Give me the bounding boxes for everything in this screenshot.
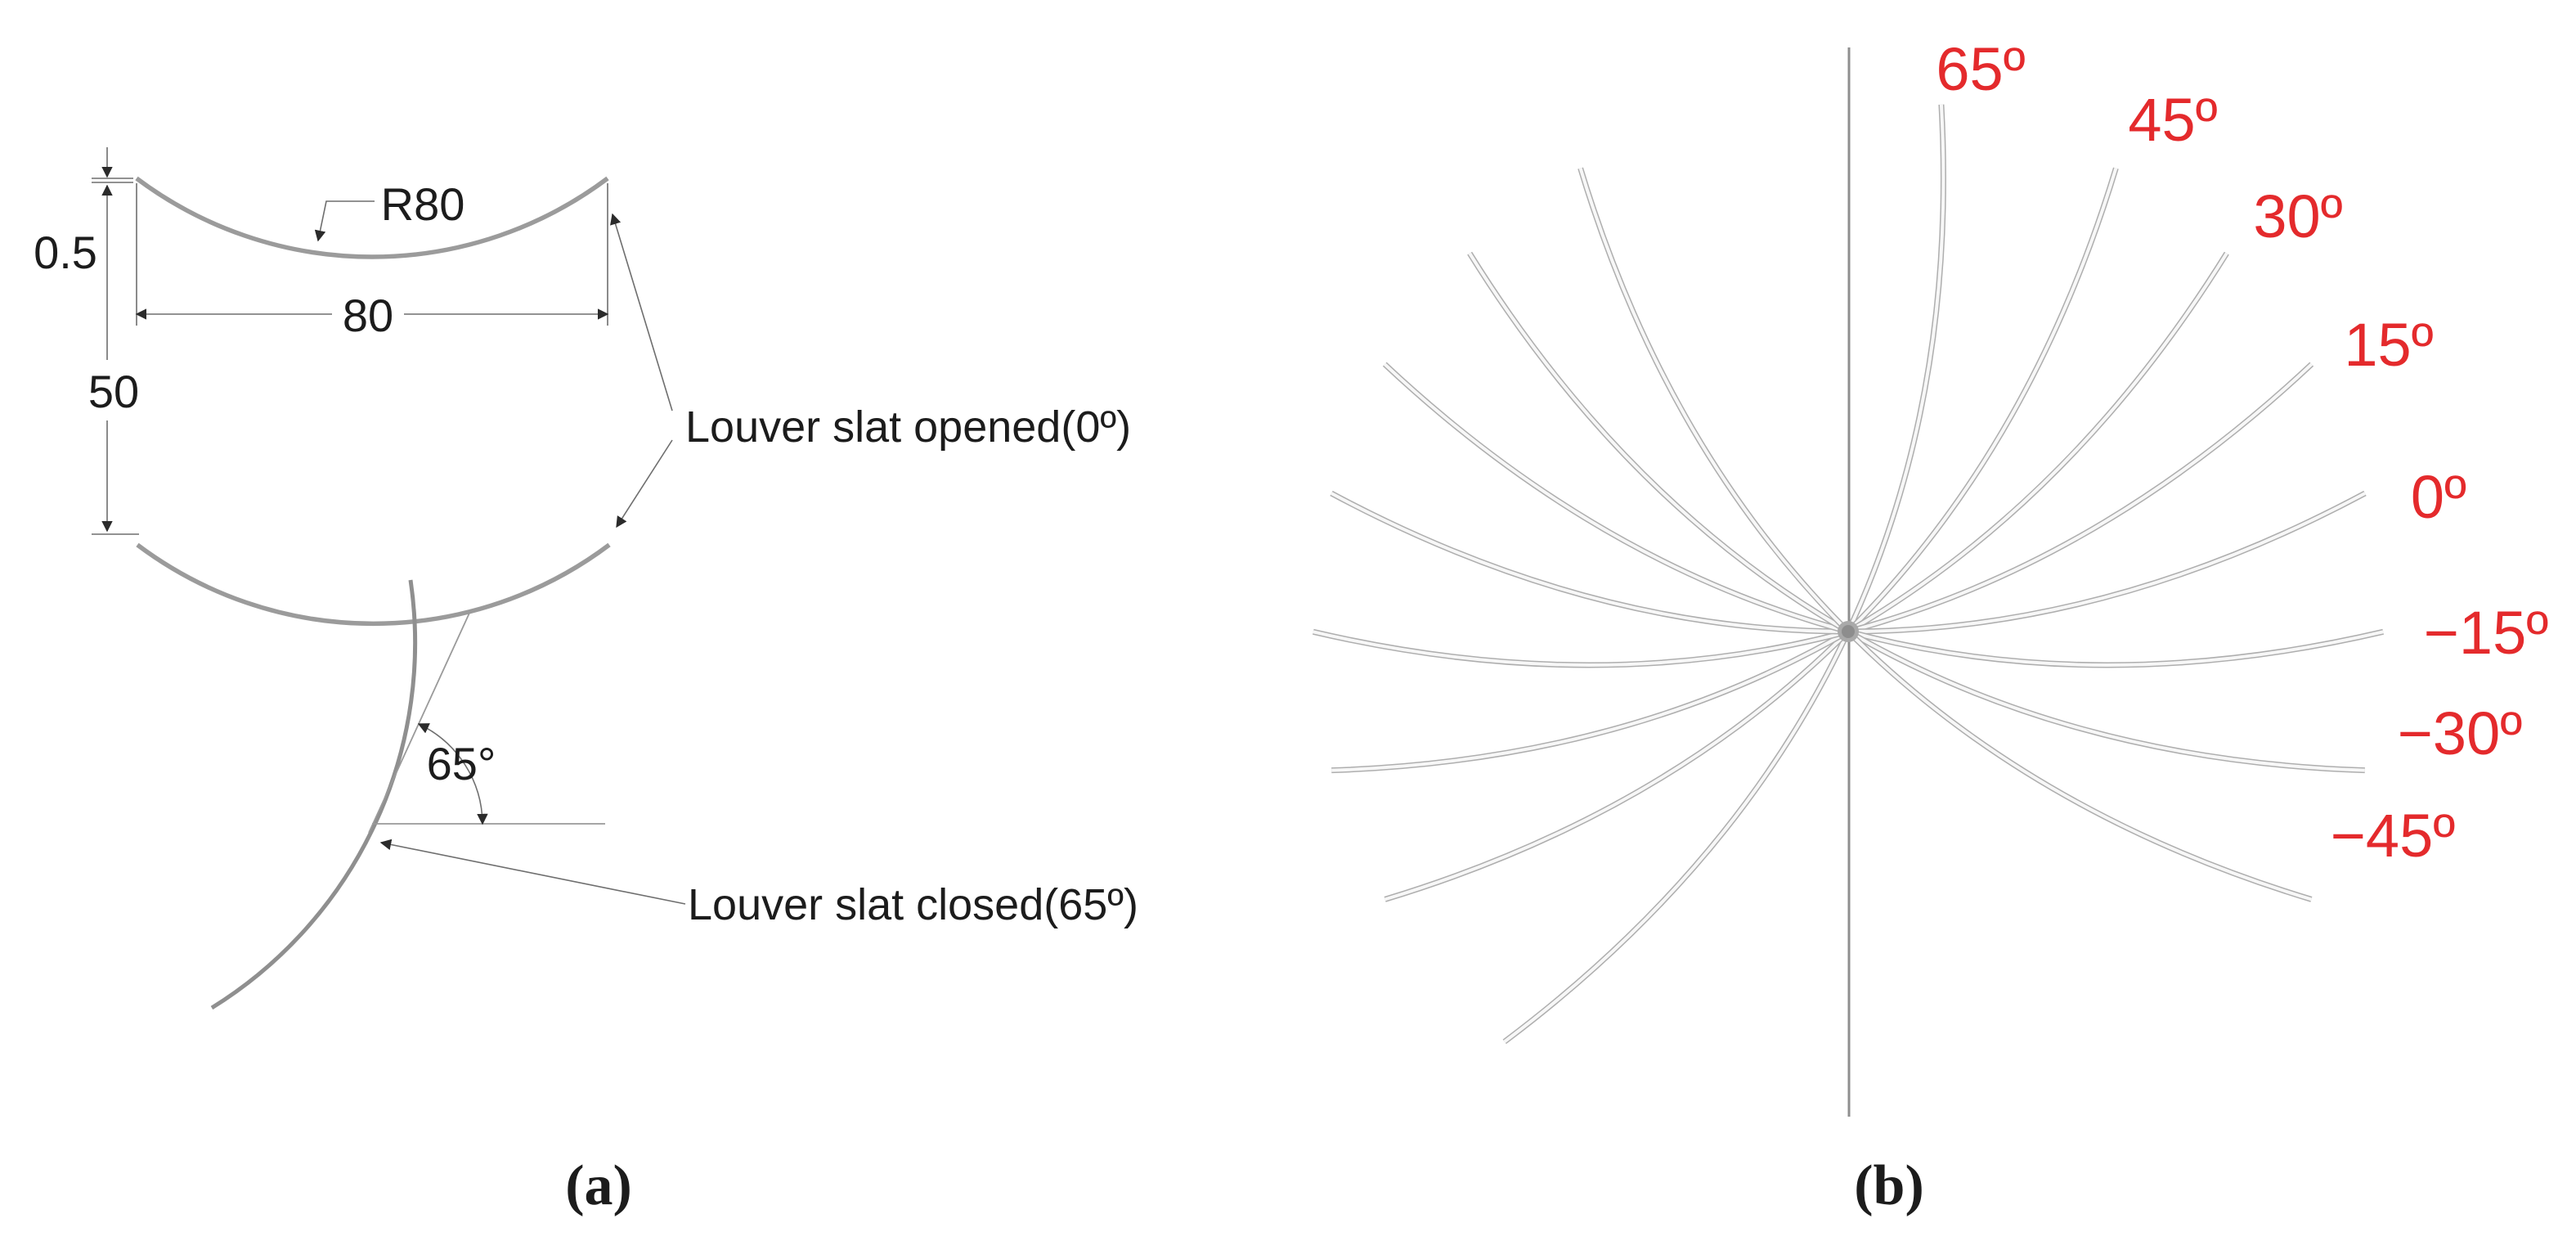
closed-slat-label: Louver slat closed(65º) xyxy=(688,880,1138,929)
fan-slat-core xyxy=(1468,252,2365,772)
radius-dim-value: R80 xyxy=(381,178,465,230)
closed-slat-arc xyxy=(210,579,418,1010)
angle-label-30deg: 30º xyxy=(2253,182,2342,250)
fan-slat-core xyxy=(1313,362,2313,667)
spacing-text-mask xyxy=(83,360,146,420)
angle-label--15deg: −15º xyxy=(2424,599,2549,667)
fan-slat-30deg xyxy=(1331,251,2229,774)
caption-a: (a) xyxy=(565,1154,632,1217)
fan-slat-outline xyxy=(1313,362,2314,668)
opened-leader-lower xyxy=(616,439,673,528)
angle-label--30deg: −30º xyxy=(2398,699,2523,767)
fan-slat-core xyxy=(1383,362,2384,667)
width-text-mask xyxy=(332,288,404,342)
angle-arc xyxy=(417,723,488,825)
fan-slat-outline xyxy=(1382,362,2384,668)
fan-slat--15deg xyxy=(1382,362,2384,668)
radius-leader xyxy=(314,200,375,242)
opened-slat-lower-arc xyxy=(136,542,611,627)
angle-label-65deg: 65º xyxy=(1936,35,2025,103)
fan-slat-outline xyxy=(1331,251,2229,774)
width-dim-value: 80 xyxy=(343,290,393,341)
fan-slat-15deg xyxy=(1313,362,2314,668)
opened-leader-upper xyxy=(610,213,673,411)
fan-slat-outline xyxy=(1467,251,2365,774)
angle-label--45deg: −45º xyxy=(2331,802,2456,870)
panel-a: 0.5 50 80 R80 Louver slat opened(0º) 65°… xyxy=(34,147,1138,1217)
spacing-dim-value: 50 xyxy=(88,366,139,417)
fan-slat-core xyxy=(1331,252,2228,772)
fan-slat--30deg xyxy=(1467,251,2365,774)
fan-slat-65deg xyxy=(1502,104,1946,1045)
fan-slat-core xyxy=(1503,104,1945,1043)
fan-slat-outline xyxy=(1502,104,1946,1045)
caption-b: (b) xyxy=(1854,1154,1924,1217)
angle-label-45deg: 45º xyxy=(2128,86,2217,154)
thickness-dim-value: 0.5 xyxy=(34,227,97,278)
angle-label-15deg: 15º xyxy=(2344,311,2433,379)
angle-label-0deg: 0º xyxy=(2411,463,2466,531)
opened-slat-upper-arc xyxy=(135,176,609,259)
tangent-line xyxy=(368,609,472,834)
closed-leader xyxy=(379,839,686,905)
angle-dim-value: 65° xyxy=(427,738,496,789)
opened-slat-label: Louver slat opened(0º) xyxy=(685,402,1131,452)
pivot-point xyxy=(1842,625,1855,638)
